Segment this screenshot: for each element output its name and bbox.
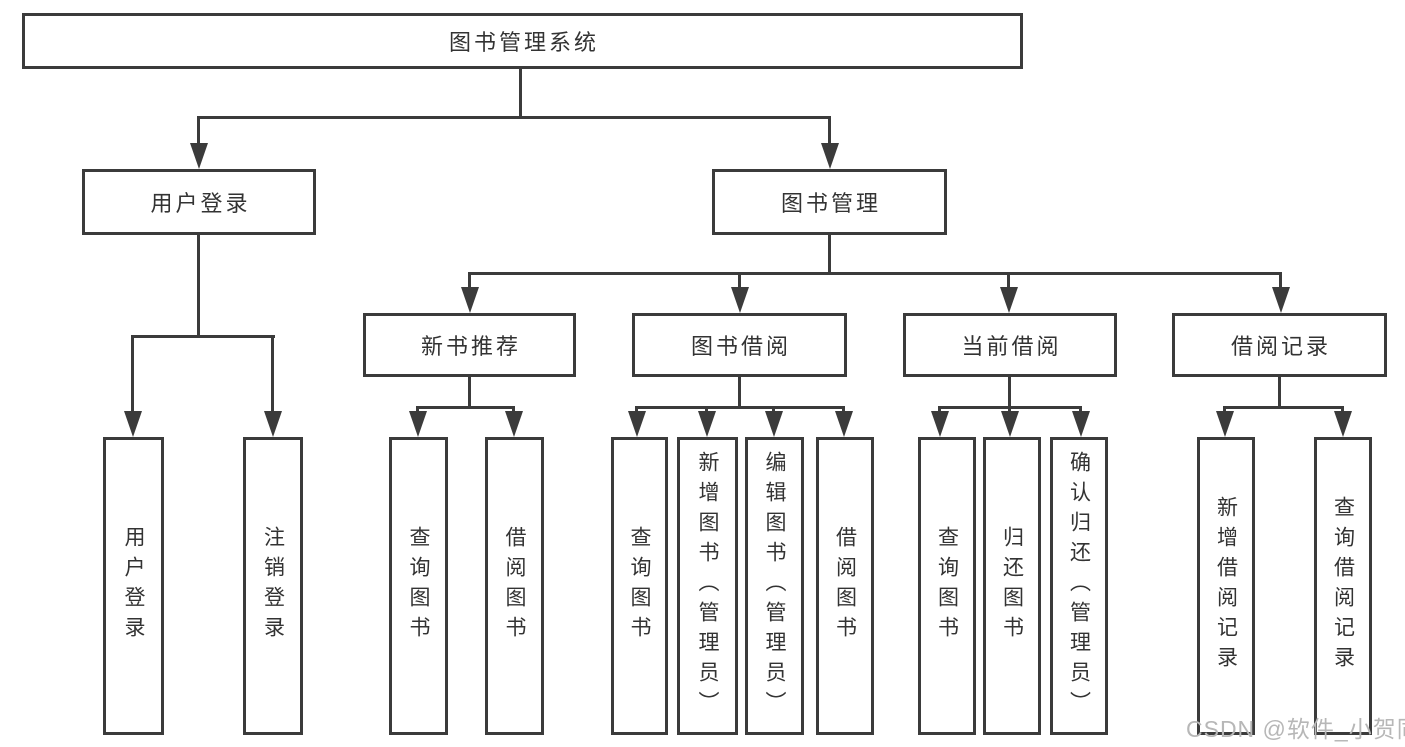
leaf-label: 查询图书 xyxy=(407,526,430,646)
node-current-borrowing: 当前借阅 xyxy=(903,313,1117,377)
leaf-edit-book-admin: 编辑图书（管理员） xyxy=(745,437,804,735)
leaf-label: 新增图书（管理员） xyxy=(696,451,719,721)
leaf-add-borrow-record: 新增借阅记录 xyxy=(1197,437,1255,735)
arrowhead-down-icon xyxy=(1000,287,1018,313)
leaf-query-books-current: 查询图书 xyxy=(918,437,976,735)
arrowhead-down-icon xyxy=(124,411,142,437)
leaf-confirm-return-admin: 确认归还（管理员） xyxy=(1050,437,1108,735)
node-book-management: 图书管理 xyxy=(712,169,947,235)
leaf-borrow-books-borrowing: 借阅图书 xyxy=(816,437,874,735)
leaf-label: 编辑图书（管理员） xyxy=(763,451,786,721)
connector-line xyxy=(416,406,515,409)
leaf-label: 新增借阅记录 xyxy=(1214,496,1238,676)
connector-line xyxy=(635,406,845,409)
connector-line xyxy=(468,272,471,290)
arrowhead-down-icon xyxy=(731,287,749,313)
connector-line xyxy=(828,116,831,146)
connector-line xyxy=(1007,272,1010,290)
connector-line xyxy=(468,376,471,409)
arrowhead-down-icon xyxy=(505,411,523,437)
leaf-label: 查询图书 xyxy=(628,526,651,646)
arrowhead-down-icon xyxy=(1072,411,1090,437)
leaf-query-books-borrowing: 查询图书 xyxy=(611,437,668,735)
leaf-label: 确认归还（管理员） xyxy=(1067,451,1091,721)
leaf-return-book: 归还图书 xyxy=(983,437,1041,735)
arrowhead-down-icon xyxy=(835,411,853,437)
arrowhead-down-icon xyxy=(1334,411,1352,437)
arrowhead-down-icon xyxy=(409,411,427,437)
leaf-query-borrow-record: 查询借阅记录 xyxy=(1314,437,1372,735)
connector-line xyxy=(131,335,134,413)
arrowhead-down-icon xyxy=(264,411,282,437)
leaf-label: 归还图书 xyxy=(1000,526,1024,646)
connector-line xyxy=(468,272,1282,275)
arrowhead-down-icon xyxy=(628,411,646,437)
leaf-label: 查询借阅记录 xyxy=(1331,496,1355,676)
arrowhead-down-icon xyxy=(821,143,839,169)
leaf-borrow-books-recommend: 借阅图书 xyxy=(485,437,544,735)
node-user-login: 用户登录 xyxy=(82,169,316,235)
leaf-user-login: 用户登录 xyxy=(103,437,164,735)
connector-line xyxy=(828,234,831,275)
leaf-label: 用户登录 xyxy=(122,526,145,646)
connector-line xyxy=(1008,376,1011,409)
arrowhead-down-icon xyxy=(765,411,783,437)
connector-line xyxy=(1278,376,1281,409)
leaf-logout: 注销登录 xyxy=(243,437,303,735)
connector-line xyxy=(271,335,274,413)
connector-line xyxy=(519,68,522,118)
arrowhead-down-icon xyxy=(698,411,716,437)
connector-line xyxy=(738,272,741,290)
arrowhead-down-icon xyxy=(190,143,208,169)
connector-line xyxy=(738,376,741,409)
arrowhead-down-icon xyxy=(1272,287,1290,313)
arrowhead-down-icon xyxy=(931,411,949,437)
connector-line xyxy=(1223,406,1344,409)
leaf-label: 借阅图书 xyxy=(503,526,526,646)
node-borrowing-records: 借阅记录 xyxy=(1172,313,1387,377)
connector-line xyxy=(197,234,200,338)
csdn-watermark: CSDN @软件_小贺同学 xyxy=(1186,716,1405,742)
node-library-system: 图书管理系统 xyxy=(22,13,1023,69)
arrowhead-down-icon xyxy=(461,287,479,313)
connector-line xyxy=(1279,272,1282,290)
node-new-book-recommend: 新书推荐 xyxy=(363,313,576,377)
node-book-borrowing: 图书借阅 xyxy=(632,313,847,377)
leaf-label: 注销登录 xyxy=(261,526,285,646)
arrowhead-down-icon xyxy=(1216,411,1234,437)
connector-line xyxy=(131,335,275,338)
leaf-label: 借阅图书 xyxy=(833,526,857,646)
connector-line xyxy=(197,116,200,146)
arrowhead-down-icon xyxy=(1001,411,1019,437)
connector-line xyxy=(197,116,831,119)
leaf-query-books-recommend: 查询图书 xyxy=(389,437,448,735)
leaf-add-book-admin: 新增图书（管理员） xyxy=(677,437,738,735)
leaf-label: 查询图书 xyxy=(935,526,959,646)
